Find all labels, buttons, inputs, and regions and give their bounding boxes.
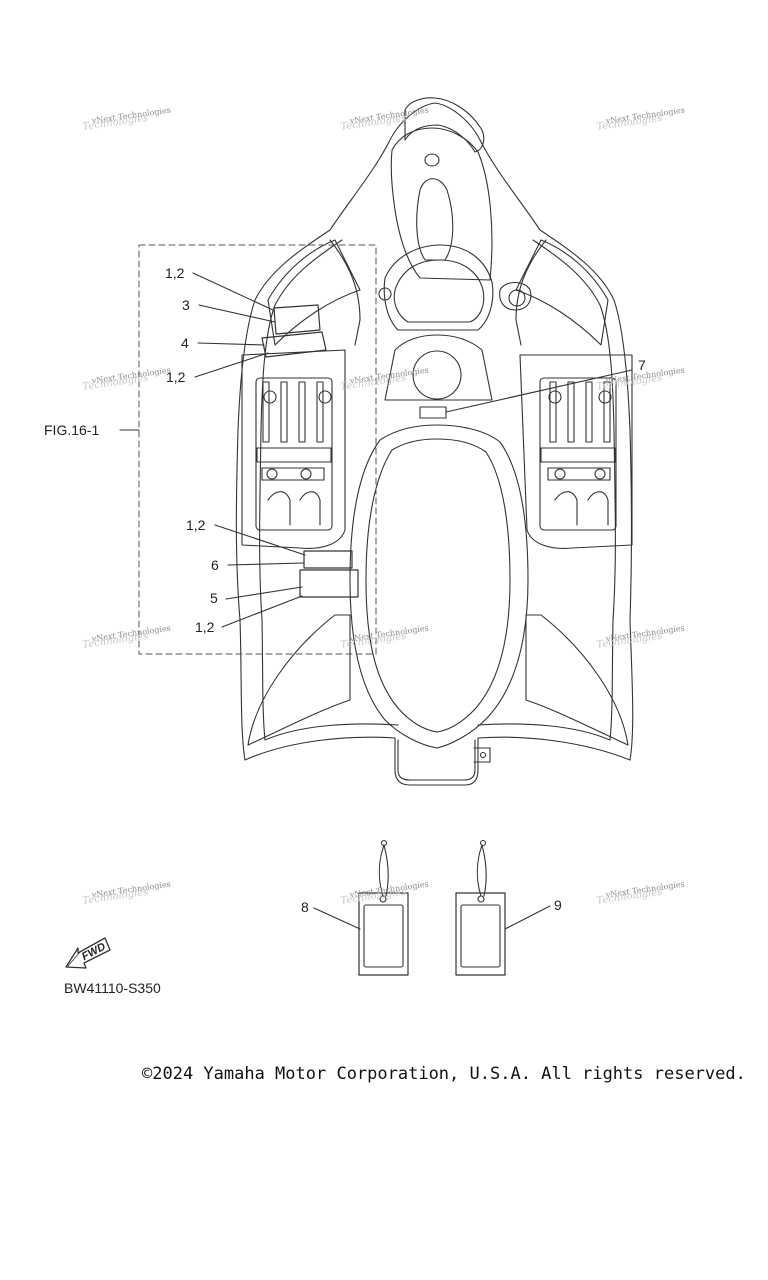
leader-7 <box>445 369 633 413</box>
storage-hatch <box>412 350 462 400</box>
leader-12b <box>194 352 269 378</box>
footwell-mat-left-outer <box>241 349 346 549</box>
stern-platform <box>397 739 476 781</box>
label-7-location <box>419 406 447 419</box>
bow-cover <box>390 127 493 281</box>
callout-6: 6 <box>211 557 219 573</box>
callout-8: 8 <box>301 899 309 915</box>
hull-outline <box>235 102 634 786</box>
leader-12a <box>192 272 274 311</box>
seat-inner <box>365 438 511 733</box>
fwd-arrow-icon: FWD <box>65 937 111 969</box>
footwell-mat-left-pads <box>256 381 332 526</box>
footwell-mat-right-outer <box>519 354 633 549</box>
leader-9 <box>504 905 551 930</box>
leader-3 <box>198 304 276 323</box>
mirror-left <box>378 287 392 301</box>
mirror-right-housing <box>499 281 532 311</box>
copyright-notice: ©2024 Yamaha Motor Corporation, U.S.A. A… <box>142 1064 746 1084</box>
fig-16-1-dashed-box <box>138 244 377 655</box>
rear-fin-right <box>525 614 629 746</box>
steering-inner <box>393 259 485 323</box>
leader-12c <box>214 524 306 556</box>
footwell-mat-right-pads <box>540 381 616 526</box>
leader-12d <box>221 595 303 628</box>
fwd-label: FWD <box>80 941 108 963</box>
label-6-plate <box>303 550 353 569</box>
rear-fin-left <box>247 614 351 746</box>
callout-5: 5 <box>210 590 218 606</box>
label-3-plate <box>273 304 321 335</box>
callout-7: 7 <box>638 357 646 373</box>
hang-tag-8 <box>358 839 409 976</box>
front-side-panel-right <box>515 239 609 346</box>
steering-cowl <box>383 244 494 331</box>
storage-hatch-surround <box>384 334 493 401</box>
footwell-mat-right-grid <box>539 377 617 531</box>
leader-4 <box>197 342 265 346</box>
leader-5 <box>225 586 303 600</box>
callout-1-2-third: 1,2 <box>186 517 206 533</box>
label-4-plate <box>261 331 327 358</box>
leader-6 <box>227 562 305 566</box>
callout-1-2-bottom: 1,2 <box>195 619 215 635</box>
right-cowl-curve <box>515 239 547 346</box>
label-5-plate <box>299 569 359 598</box>
leader-8 <box>313 907 361 930</box>
bow-cleat <box>424 153 440 167</box>
callout-9: 9 <box>554 897 562 913</box>
figure-reference[interactable]: FIG.16-1 <box>44 422 100 438</box>
stern-tow-eye <box>473 747 491 763</box>
callout-3: 3 <box>182 297 190 313</box>
tow-eye-hole <box>479 751 487 759</box>
front-side-panel-left <box>267 239 361 346</box>
hang-tag-9 <box>455 839 506 976</box>
left-cowl-curve <box>329 239 361 346</box>
seat <box>349 424 529 749</box>
bow <box>404 97 485 153</box>
footwell-mat-left-grid <box>255 377 333 531</box>
callout-1-2-top: 1,2 <box>165 265 185 281</box>
hull-inner-outline <box>259 239 616 741</box>
callout-4: 4 <box>181 335 189 351</box>
diagram-part-code: BW41110-S350 <box>64 980 161 996</box>
callout-1-2-second: 1,2 <box>166 369 186 385</box>
bow-center-ridge <box>416 178 454 261</box>
